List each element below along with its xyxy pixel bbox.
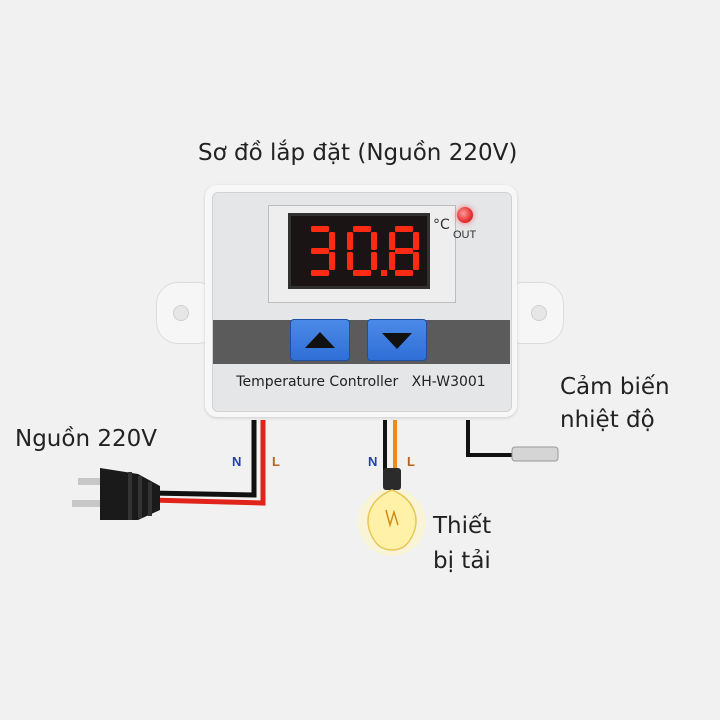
display-segment: [395, 226, 413, 232]
button-strip: [213, 320, 510, 364]
out-label: OUT: [453, 229, 477, 241]
display-segment: [311, 270, 329, 276]
display-segment: [311, 248, 329, 254]
plug-prong-bottom: [72, 500, 102, 507]
mounting-hole: [531, 305, 547, 321]
bulb-filament: [385, 509, 399, 528]
sensor-label-line2: nhiệt độ: [560, 407, 655, 433]
power-plug-icon: [72, 468, 160, 520]
display-segment: [353, 226, 371, 232]
diagram-title: Sơ đồ lắp đặt (Nguồn 220V): [198, 140, 518, 166]
display-segment: [413, 232, 419, 250]
display-segment: [389, 232, 395, 250]
arrow-down-icon: [382, 333, 412, 349]
power-cable: [149, 420, 266, 506]
display-segment: [353, 270, 371, 276]
bulb-socket: [383, 468, 401, 490]
plug-ridge-1: [128, 472, 132, 520]
load-label-line2: bị tải: [433, 548, 491, 574]
display-segment: [347, 252, 353, 270]
out-led-icon: [457, 207, 473, 223]
celsius-unit: °C: [433, 217, 450, 233]
display-segment: [413, 252, 419, 270]
display-segment: [329, 232, 335, 250]
controller-name: Temperature Controller: [236, 374, 399, 390]
display-segment: [347, 232, 353, 250]
load-label-line1: Thiết: [433, 513, 492, 539]
power-wire-neutral: [149, 420, 257, 498]
light-bulb-icon: [358, 468, 426, 556]
arrow-up-icon: [305, 332, 335, 348]
controller-label: Temperature Controller XH-W3001: [212, 374, 510, 390]
power-wire-live: [149, 420, 266, 506]
plug-prong-top: [78, 478, 104, 485]
controller-model: XH-W3001: [411, 374, 486, 390]
sensor-cable: [466, 420, 559, 462]
display-segment: [311, 226, 329, 232]
display-segment: [395, 248, 413, 254]
led-display: [288, 213, 430, 289]
display-segment: [329, 252, 335, 270]
sensor-probe-icon: [511, 446, 559, 462]
display-segment: [371, 252, 377, 270]
power-neutral-letter: N: [232, 454, 242, 469]
display-digits: [311, 226, 419, 276]
display-decimal-point: [381, 270, 387, 276]
power-label: Nguồn 220V: [15, 426, 157, 452]
load-live-letter: L: [407, 454, 415, 469]
plug-ridge-2: [138, 476, 142, 518]
down-button[interactable]: [367, 319, 427, 361]
sensor-wire: [466, 420, 512, 457]
up-button[interactable]: [290, 319, 350, 361]
load-neutral-letter: N: [368, 454, 378, 469]
display-segment: [389, 252, 395, 270]
display-segment: [395, 270, 413, 276]
mounting-hole: [173, 305, 189, 321]
sensor-label-line1: Cảm biến: [560, 374, 670, 400]
plug-ridge-3: [148, 482, 152, 516]
power-live-letter: L: [272, 454, 280, 469]
display-segment: [371, 232, 377, 250]
